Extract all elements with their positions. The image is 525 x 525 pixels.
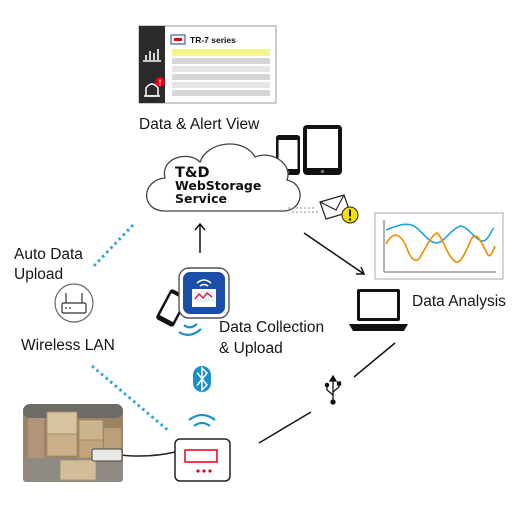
warning-icon — [341, 206, 359, 224]
bar-chart-icon — [143, 49, 161, 62]
laptop-icon — [349, 289, 408, 331]
usb-icon — [324, 374, 342, 405]
cloud-title-line3: Service — [175, 191, 227, 206]
data-collection-label-line2: & Upload — [219, 340, 283, 357]
mail-alert — [288, 194, 359, 224]
alert-badge: ! — [159, 79, 162, 88]
smartphone-app — [156, 267, 230, 336]
temperature-sensor — [91, 448, 123, 462]
usb-line-lower — [258, 411, 312, 444]
cloud-service: T&D WebStorage Service — [146, 143, 301, 212]
warehouse-photo — [23, 404, 123, 482]
arrow-upload-to-cloud — [194, 222, 206, 253]
data-logger-icon — [174, 438, 231, 482]
data-alert-view-label: Data & Alert View — [139, 116, 260, 133]
app-preview: ! TR-7 series — [138, 25, 277, 104]
sensor-cable — [119, 451, 176, 457]
usb-line-upper — [353, 342, 396, 378]
app-nav-bar — [139, 26, 165, 103]
chart-series-orange — [385, 232, 496, 263]
auto-upload-label-line1: Auto Data — [14, 246, 83, 263]
series-name: TR-7 series — [190, 35, 236, 45]
wireless-link-lower — [91, 364, 171, 434]
app-row-highlight — [172, 49, 270, 56]
analysis-chart — [374, 212, 504, 280]
bluetooth-icon — [193, 366, 211, 392]
tablet-icon — [303, 125, 342, 175]
wifi-icon — [188, 413, 216, 427]
wireless-link-upper — [90, 223, 135, 270]
alarm-icon: ! — [144, 77, 165, 97]
cloud-title-line1: T&D — [175, 165, 210, 181]
cloud-title-line2: WebStorage — [175, 178, 261, 193]
data-analysis-label: Data Analysis — [412, 293, 506, 310]
router-icon — [54, 283, 94, 323]
arrow-cloud-to-analysis — [303, 232, 366, 275]
auto-upload-label-line2: Upload — [14, 266, 64, 283]
chart-series-blue — [385, 223, 495, 244]
data-collection-label-line1: Data Collection — [219, 319, 325, 336]
wireless-lan-label: Wireless LAN — [21, 337, 115, 354]
